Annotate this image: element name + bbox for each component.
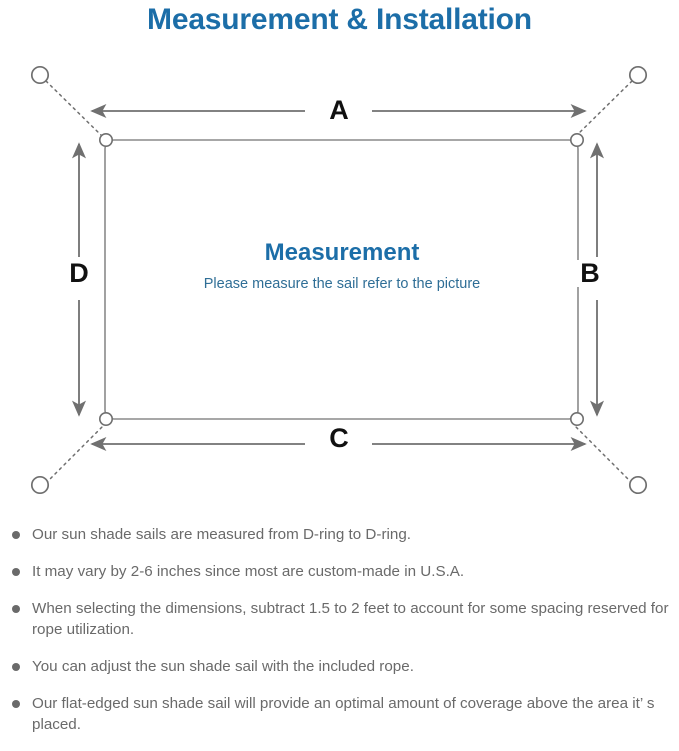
rope-line-bottom-left	[45, 424, 105, 484]
anchor-point-top-right	[628, 65, 648, 85]
list-item: When selecting the dimensions, subtract …	[0, 598, 679, 640]
bullet-icon	[12, 663, 20, 671]
d-rings	[99, 133, 584, 426]
list-item: Our flat-edged sun shade sail will provi…	[0, 693, 679, 735]
list-item-text: When selecting the dimensions, subtract …	[32, 600, 669, 638]
bullet-icon	[12, 700, 20, 708]
d-ring-bottom-right	[569, 411, 584, 426]
d-ring-top-left	[99, 133, 114, 148]
list-item-text: You can adjust the sun shade sail with t…	[32, 658, 414, 675]
anchor-point-bottom-left	[30, 475, 50, 495]
anchor-point-top-left	[30, 65, 50, 85]
rope-lines	[45, 80, 633, 484]
dimension-label-b: B	[566, 260, 614, 287]
d-ring-bottom-left	[99, 411, 114, 426]
notes-list: Our sun shade sails are measured from D-…	[0, 524, 679, 751]
rope-line-top-right	[573, 80, 633, 139]
diagram-svg	[30, 65, 648, 495]
dimension-label-d: D	[55, 260, 103, 287]
anchor-points	[30, 65, 648, 495]
bullet-icon	[12, 531, 20, 539]
dimension-label-a: A	[309, 97, 369, 124]
bullet-icon	[12, 605, 20, 613]
list-item-text: Our flat-edged sun shade sail will provi…	[32, 695, 655, 733]
page-title: Measurement & Installation	[147, 3, 532, 36]
sail-center-title: Measurement	[264, 239, 420, 266]
list-item-text: Our sun shade sails are measured from D-…	[32, 526, 411, 543]
rope-line-bottom-right	[573, 424, 633, 484]
anchor-point-bottom-right	[628, 475, 648, 495]
bullet-icon	[12, 568, 20, 576]
list-item: You can adjust the sun shade sail with t…	[0, 656, 679, 677]
list-item: It may vary by 2-6 inches since most are…	[0, 561, 679, 582]
rope-line-top-left	[45, 80, 105, 139]
dimension-label-c: C	[309, 425, 369, 452]
list-item: Our sun shade sails are measured from D-…	[0, 524, 679, 545]
sail-measurement-diagram: A B C D Measurement Please measure the s…	[0, 48, 679, 518]
list-item-text: It may vary by 2-6 inches since most are…	[32, 563, 465, 580]
sail-center-subtitle: Please measure the sail refer to the pic…	[203, 276, 481, 292]
d-ring-top-right	[569, 133, 584, 148]
